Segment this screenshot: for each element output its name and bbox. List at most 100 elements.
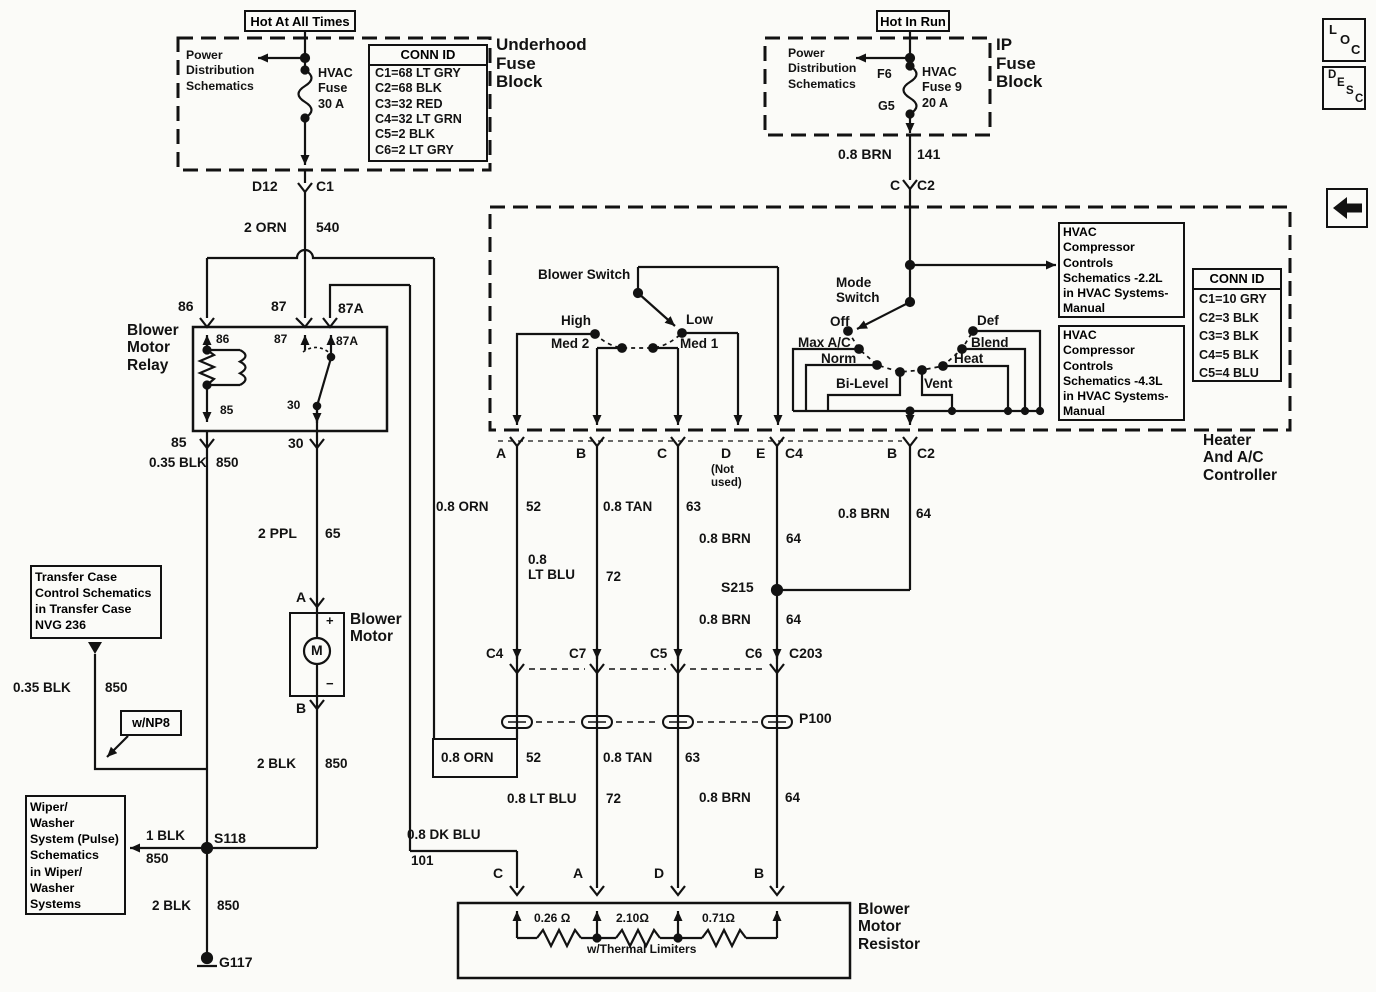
controller-connector-row [498,436,918,448]
ctrl-pin-b: B [576,445,587,461]
wire-blk035b-circuit: 850 [105,680,128,695]
wiper-washer-ref-box: Wiper/ Washer System (Pulse) Schematics … [25,795,126,915]
wire-2blk-color: 2 BLK [257,756,297,771]
ip-fuse-circuit [856,32,918,302]
relay-pin-87a-int: 87A [336,334,359,348]
splice-s215-dot [770,583,784,597]
resistor-0.26 [536,927,582,949]
relay-pin-85-int: 85 [220,403,234,417]
resistor-pin-a: A [573,865,584,881]
conn-id-row: C1=10 GRY [1199,292,1267,306]
loc-letter: O [1340,32,1351,47]
loc-letter: C [1351,42,1361,57]
blower-switch-title: Blower Switch [538,267,631,282]
wire-brn141-color: 0.8 BRN [838,146,892,162]
underhood-fuse-block-outline [176,36,492,172]
hvac-compressor-22l-ref-box: HVAC Compressor Controls Schematics -2.2… [1058,222,1185,318]
motor-plus: + [326,613,334,628]
pin-c1: C1 [316,178,334,194]
wire-ppl65-circuit: 65 [325,525,341,541]
heater-ac-controller-outline [488,205,1292,432]
transfer-case-arrow [88,642,102,654]
mode-blend: Blend [971,335,1009,350]
wire-1blk-color: 1 BLK [146,828,186,843]
conn-id-row: C4=5 BLK [1199,347,1259,362]
hot-at-all-times-box: Hot At All Times [244,10,356,32]
wire-brn141-circuit: 141 [917,146,941,162]
ctrl-pin-a: A [496,445,507,461]
blower-motor-title: Blower Motor [350,611,402,646]
resistor-pin-d: D [654,865,665,881]
underhood-fuse-circuit [258,32,313,318]
relay-pin-86-int: 86 [216,332,230,346]
hvac-fuse-30a-label: HVAC Fuse 30 A [318,66,353,111]
ctrl-pin-c: C [657,445,668,461]
fuse-cavity-g5: G5 [878,99,895,113]
fuse-cavity-f6: F6 [877,67,892,81]
conn-id-row: C5=2 BLK [375,127,435,142]
hvac-compressor-43l-ref-box: HVAC Compressor Controls Schematics -4.3… [1058,325,1185,421]
desc-button[interactable]: D E S C [1322,66,1366,110]
resistor-2.10 [615,927,661,949]
relay-coil [237,349,247,386]
blower-motor-relay-graphic [191,317,389,450]
relay-pin-85: 85 [171,434,187,450]
ctrl-pin-d: D [721,445,732,461]
resistor-value-2: 2.10Ω [616,911,649,925]
conn-c4-label: C4 [486,646,504,661]
relay-contact-arm [315,357,333,407]
ctrl-conn-c2: C2 [917,445,935,461]
blower-switch-high: High [561,313,591,328]
loc-letter: L [1329,22,1337,37]
fuse-symbol [902,65,918,115]
ctrl-conn-c4: C4 [785,445,803,461]
pin-c2: C2 [917,177,935,193]
blower-switch-med2: Med 2 [551,336,590,351]
controller-conn-id-table: CONN ID C1=10 GRY C2=3 BLK C3=3 BLK C4=5… [1192,268,1282,382]
pin-d12: D12 [252,178,278,194]
blower-motor-resistor-title: Blower Motor Resistor [858,901,921,953]
orn-label-box [432,738,518,778]
wire-ltblu72-circuit: 72 [606,569,622,584]
relay-pin-30-int: 30 [287,398,301,412]
conn-id-row: C2=3 BLK [1199,310,1259,325]
conn-id-row: C6=2 LT GRY [375,142,454,157]
resistor-note: w/Thermal Limiters [587,942,697,956]
wire-tan63b-color: 0.8 TAN [603,750,653,765]
hot-in-run-box: Hot In Run [876,10,950,32]
underhood-fuse-block-title: Underhood Fuse Block [496,35,587,92]
mode-off: Off [830,314,850,329]
ip-fuse-block-title: IP Fuse Block [996,35,1043,92]
hvac-fuse-9-label: HVAC Fuse 9 20 A [922,65,962,110]
wire-dkblu101-circuit: 101 [411,853,434,868]
ctrl-pin-e: E [756,445,766,461]
back-button[interactable] [1326,188,1368,228]
conn-c5-label: C5 [650,646,668,661]
wire-brn64-circuit: 64 [786,612,802,627]
wire-orn52-circuit: 52 [526,499,542,514]
np8-flag-box: w/NP8 [120,710,182,736]
splice-s215-label: S215 [721,579,754,595]
motor-m: M [311,642,323,658]
ctrl-pin-b2: B [887,445,898,461]
resistor-pin-b: B [754,865,765,881]
power-distribution-ref: Power Distribution Schematics [788,46,857,91]
ground-g117-label: G117 [219,954,253,970]
mode-def: Def [977,313,999,328]
loc-button[interactable]: L O C [1322,18,1366,62]
blower-motor-column [302,431,332,848]
blower-switch-arm [637,292,676,327]
blower-switch-low: Low [686,312,713,327]
motor-minus: − [326,676,334,691]
mode-vent: Vent [924,376,953,391]
wire-brn64-color: 0.8 BRN [699,790,751,805]
resistor-value-3: 0.71Ω [702,911,735,925]
wire-orn52b-color: 0.8 ORN [441,750,494,765]
conn-id-row: C3=3 BLK [1199,329,1259,343]
wire-tan63-color: 0.8 TAN [603,499,653,514]
blower-motor-relay-title: Blower Motor Relay [127,322,179,374]
relay-pin-86: 86 [178,298,194,314]
wire-brn64-circuit: 64 [785,790,801,805]
